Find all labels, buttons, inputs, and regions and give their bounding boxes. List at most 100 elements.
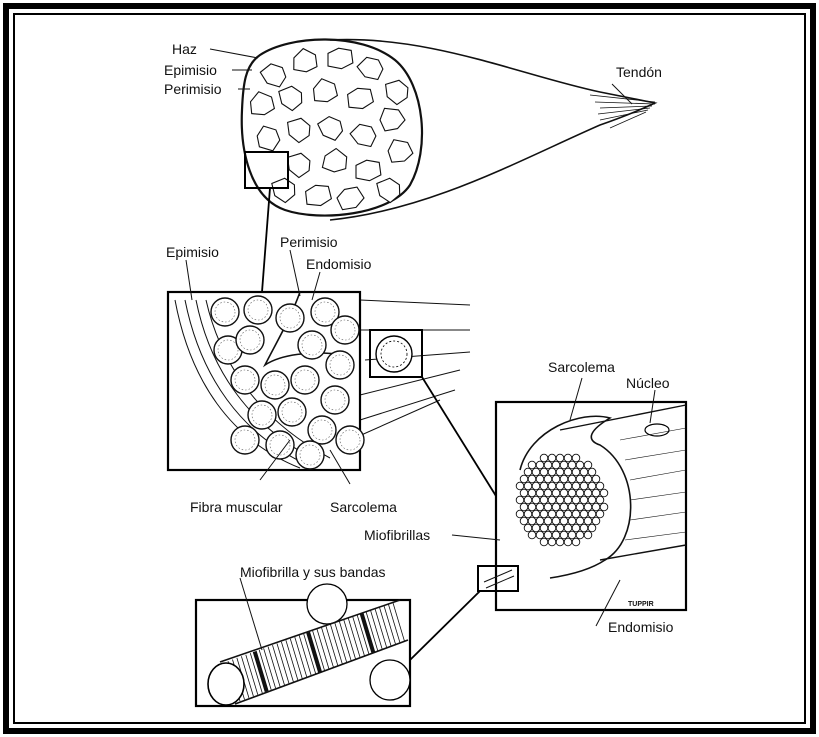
myofibril [520,517,528,525]
label-haz: Haz [172,41,197,57]
myofibril [592,503,600,511]
myofibril [564,482,572,490]
myofibril [596,482,604,490]
myofibril [576,517,584,525]
myofibril [520,489,528,497]
myofibril [576,461,584,469]
myofibril [572,454,580,462]
myofibril [552,531,560,539]
myofibril [576,489,584,497]
myofibril [544,531,552,539]
myofibril [560,489,568,497]
myofibril [584,475,592,483]
myofibril [560,517,568,525]
myofibril [548,524,556,532]
myofibril [544,517,552,525]
myofibril [556,510,564,518]
myofibril [516,510,524,518]
myofibril [524,482,532,490]
fascicle [388,140,413,163]
myofibril [540,538,548,546]
myofibril [588,496,596,504]
fascicle [322,149,346,172]
myofibril [576,475,584,483]
fascicle [251,92,275,115]
myofibril [580,468,588,476]
myofibril [552,489,560,497]
myofibril [576,531,584,539]
myofibril [536,489,544,497]
myofibril [528,531,536,539]
myofibril [564,538,572,546]
myofibril [552,475,560,483]
myofibril [592,489,600,497]
fascicle [328,48,353,68]
myofibril [568,531,576,539]
myofibril [532,496,540,504]
fascicle [306,185,332,205]
myofibril [588,482,596,490]
myofibril [524,468,532,476]
myofibril [568,503,576,511]
myofibril [528,489,536,497]
artist-mark: TUPPIR [628,601,654,608]
myofibril [548,482,556,490]
fascicle [318,117,343,141]
myofibril [556,468,564,476]
myofibril [568,517,576,525]
myofibril [584,517,592,525]
myofibril [544,489,552,497]
myofibril [556,482,564,490]
myofibril [564,524,572,532]
myofibril [580,524,588,532]
myofibril [540,496,548,504]
myofibril [572,524,580,532]
myofibril [584,489,592,497]
myofibril [536,475,544,483]
myofibril [556,538,564,546]
label-perimisio-top: Perimisio [164,81,222,97]
muscle-fiber-panel [478,402,686,610]
myofibril [560,531,568,539]
label-sarcolema-right: Sarcolema [548,359,615,375]
fascicle [386,80,408,104]
label-epimisio-mid: Epimisio [166,244,219,260]
myofibril [572,482,580,490]
myofibril [524,496,532,504]
fascicle [314,79,338,102]
myofibril [564,468,572,476]
myofibril [516,482,524,490]
myofibril [548,454,556,462]
label-fibra-muscular: Fibra muscular [190,499,283,515]
myofibril [572,510,580,518]
myofibril [564,496,572,504]
myofibril [584,461,592,469]
myofibril-panel [196,584,410,706]
label-miofibrillas: Miofibrillas [364,527,430,543]
label-epimisio-top: Epimisio [164,62,217,78]
myofibril [548,496,556,504]
fascicle [350,124,376,146]
myofibril [560,503,568,511]
myofibril [556,524,564,532]
label-tendon: Tendón [616,64,662,80]
myofibril [540,510,548,518]
label-miofibrilla-bandas: Miofibrilla y sus bandas [240,564,386,580]
label-perimisio-mid: Perimisio [280,234,338,250]
myofibril [580,510,588,518]
myofibril [596,510,604,518]
fascicle [288,118,310,142]
myofibril [536,531,544,539]
myofibril [572,538,580,546]
label-endomisio-right: Endomisio [608,619,674,635]
fascicle [294,49,317,72]
label-sarcolema-mid: Sarcolema [330,499,397,515]
myofibril [528,517,536,525]
myofibril [548,538,556,546]
myofibril [532,482,540,490]
myofibril [600,489,608,497]
myofibril [564,510,572,518]
fascicle [380,108,405,131]
myofibril [536,503,544,511]
fascicle [257,126,280,151]
